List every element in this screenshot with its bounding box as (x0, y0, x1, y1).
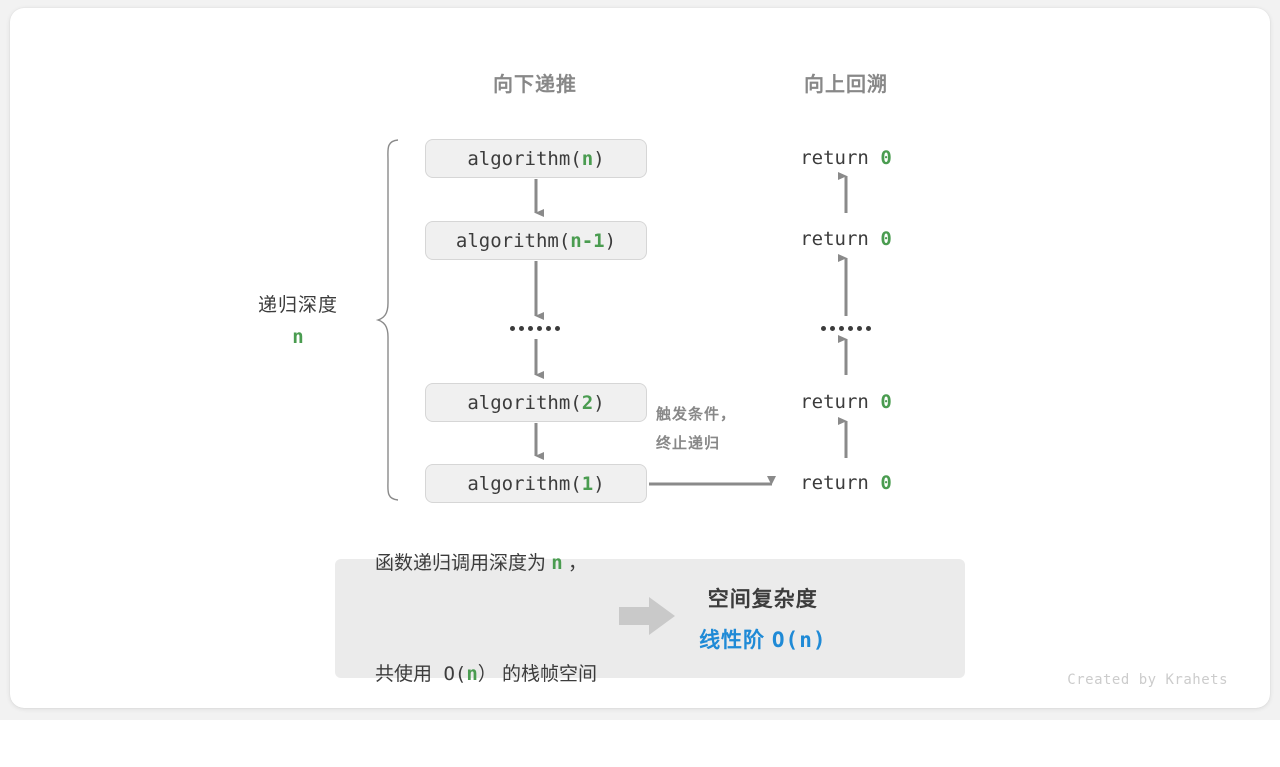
dot (528, 326, 533, 331)
ellipsis-dots-right (821, 326, 871, 331)
page-background: 向下递推 向上回溯 递归深度 n algorithm(n) algorithm(… (0, 0, 1280, 720)
termination-condition-note: 触发条件， 终止递归 (656, 400, 736, 458)
call-frame-box-n-minus-1: algorithm(n-1) (425, 221, 647, 260)
summary-line-1-text-a: 函数递归调用深度为 (375, 552, 552, 574)
return-statement-1: return 0 (800, 147, 892, 169)
dot (821, 326, 826, 331)
call-frame-arg: n (581, 147, 594, 170)
return-value: 0 (880, 147, 892, 169)
summary-line-2-highlight: n (466, 662, 478, 685)
summary-line-1-text-b: ， (562, 552, 588, 574)
termination-condition-line-1: 触发条件， (656, 406, 737, 423)
summary-panel: 函数递归调用深度为 n ， 共使用 O(n） 的栈帧空间 空间复杂度 线性阶 O… (335, 552, 965, 685)
recursion-depth-label: 递归深度 n (258, 290, 338, 348)
right-block-arrow-icon (619, 596, 677, 641)
return-statement-4: return 0 (800, 472, 892, 494)
return-keyword: return (800, 147, 881, 169)
call-frame-prefix: algorithm( (467, 147, 582, 170)
dot (830, 326, 835, 331)
return-statement-3: return 0 (800, 391, 892, 413)
call-frame-arg: n-1 (570, 229, 605, 252)
return-keyword: return (800, 228, 881, 250)
call-frame-arg: 2 (581, 391, 594, 414)
dot (537, 326, 542, 331)
diagram-card: 向下递推 向上回溯 递归深度 n algorithm(n) algorithm(… (10, 8, 1270, 708)
call-frame-arg: 1 (581, 472, 594, 495)
return-keyword: return (800, 391, 881, 413)
dot (546, 326, 551, 331)
ellipsis-dots-left (510, 326, 560, 331)
recursion-depth-title: 递归深度 (257, 295, 339, 316)
dot (510, 326, 515, 331)
summary-line-2-text-b: ） 的栈帧空间 (477, 663, 598, 685)
call-frame-box-n: algorithm(n) (425, 139, 647, 178)
summary-line-1: 函数递归调用深度为 n ， (375, 545, 597, 582)
call-frame-prefix: algorithm( (467, 472, 582, 495)
termination-condition-line-2: 终止递归 (656, 435, 721, 452)
call-frame-prefix: algorithm( (455, 229, 571, 252)
dot (519, 326, 524, 331)
summary-conclusion-value: 线性阶 O(n) (699, 624, 826, 654)
complexity-class-label: 线性阶 (699, 629, 772, 652)
dot (857, 326, 862, 331)
dot (866, 326, 871, 331)
recursion-depth-brace (375, 139, 399, 501)
call-frame-suffix: ) (604, 229, 617, 252)
column-header-return-up: 向上回溯 (804, 74, 888, 96)
return-value: 0 (880, 391, 892, 413)
return-value: 0 (880, 472, 892, 494)
call-frame-box-2: algorithm(2) (425, 383, 647, 422)
dot (839, 326, 844, 331)
credit-text: Created by Krahets (1067, 672, 1228, 688)
call-frame-suffix: ) (593, 147, 605, 170)
complexity-notation: O(n) (771, 628, 827, 652)
call-frame-prefix: algorithm( (467, 391, 582, 414)
call-frame-suffix: ) (593, 472, 605, 495)
call-frame-box-1: algorithm(1) (425, 464, 647, 503)
return-value: 0 (880, 228, 892, 250)
return-statement-2: return 0 (800, 228, 892, 250)
summary-line-1-highlight: n (551, 551, 563, 574)
column-header-recurse-down: 向下递推 (493, 74, 577, 96)
summary-conclusion-title: 空间复杂度 (707, 588, 818, 611)
return-keyword: return (800, 472, 881, 494)
summary-description: 函数递归调用深度为 n ， 共使用 O(n） 的栈帧空间 (375, 471, 597, 767)
summary-line-2-text-a: 共使用 O( (375, 662, 467, 685)
summary-line-2: 共使用 O(n） 的栈帧空间 (375, 656, 597, 693)
recursion-depth-value: n (292, 326, 304, 348)
dot (848, 326, 853, 331)
dot (555, 326, 560, 331)
summary-conclusion: 空间复杂度 线性阶 O(n) (699, 583, 826, 654)
call-frame-suffix: ) (593, 391, 605, 414)
